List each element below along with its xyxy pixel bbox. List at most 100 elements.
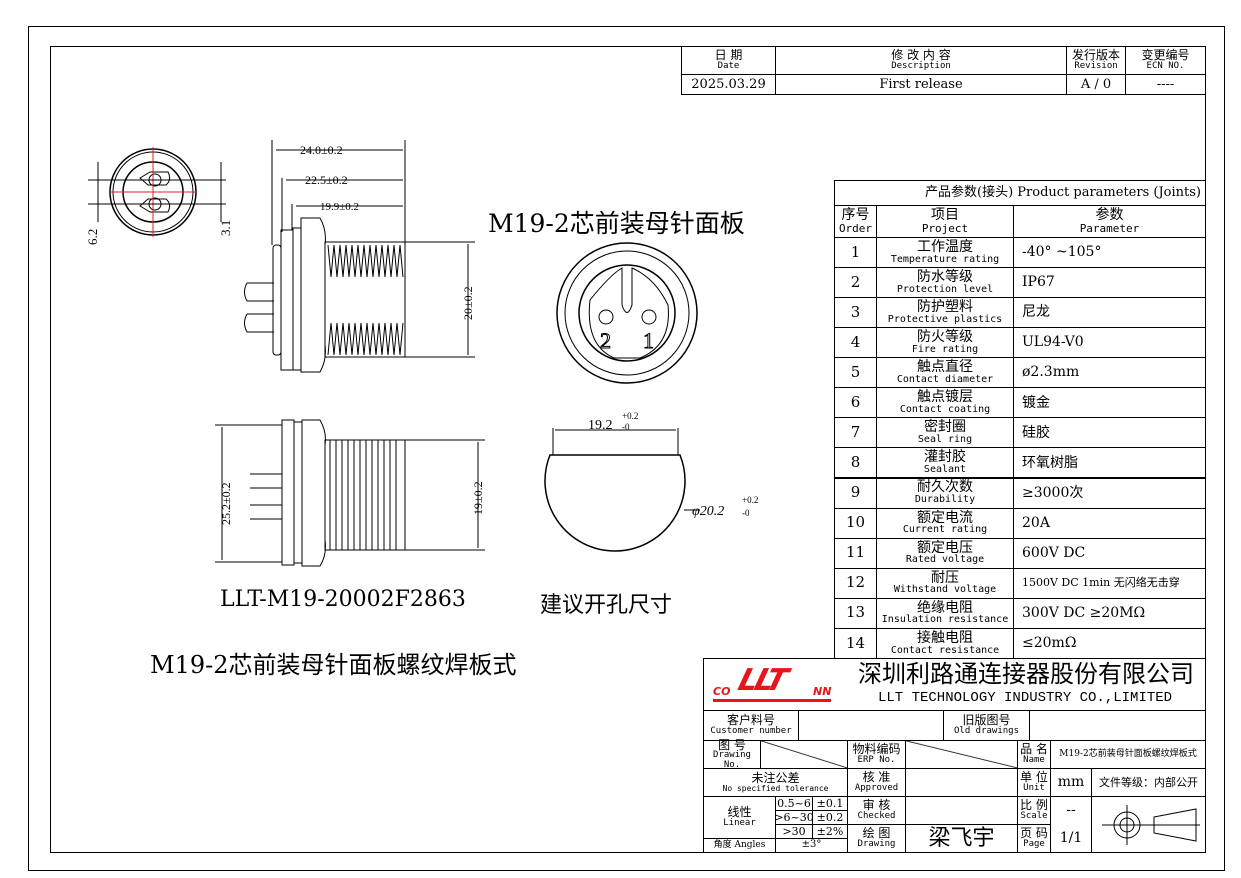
param-row-order: 4 <box>834 327 877 359</box>
drawn-label-en: Drawing <box>857 839 896 850</box>
approved-label: 核 准 <box>862 770 891 785</box>
cutout-title: 建议开孔尺寸 <box>540 593 673 618</box>
dim-19-2: 19.2 <box>588 418 613 433</box>
tolerance-value: ±0.2 <box>812 810 848 825</box>
erp-value <box>905 740 1018 769</box>
linear-label: 线性 <box>727 805 752 820</box>
col-order: 序号 <box>841 207 870 224</box>
param-row-value: 20A <box>1013 507 1206 539</box>
param-project-zh: 工作温度 <box>917 238 973 255</box>
checked-value <box>905 796 1018 825</box>
face-view <box>556 242 698 384</box>
param-row-value: IP67 <box>1013 267 1206 299</box>
param-row-value: 尼龙 <box>1013 297 1206 329</box>
param-row-value: 镀金 <box>1013 387 1206 419</box>
param-project-zh: 防火等级 <box>917 329 973 346</box>
rev-header-date-en: Date <box>717 61 740 72</box>
cutout-view <box>544 428 700 552</box>
company-name-en: LLT TECHNOLOGY INDUSTRY CO.,LIMITED <box>878 690 1173 706</box>
rev-header-desc: 修 改 内 容 <box>891 48 951 63</box>
col-project-en: Project <box>921 222 969 236</box>
param-row-value: 300V DC ≥20MΩ <box>1013 597 1206 629</box>
drawing-no-label-en: Drawing No. <box>713 750 751 770</box>
unit-label: 单 位 <box>1020 770 1048 785</box>
param-row-order: 12 <box>834 567 877 599</box>
param-row-value: UL94-V0 <box>1013 327 1206 359</box>
param-row-value: ≤20mΩ <box>1013 627 1206 659</box>
customer-label-en: Customer number <box>710 726 792 737</box>
param-project-en: Insulation resistance <box>881 614 1009 626</box>
param-project-zh: 额定电流 <box>917 509 973 526</box>
tolerance-value: ±2% <box>812 824 848 839</box>
param-project-zh: 额定电压 <box>917 539 973 556</box>
param-row-order: 3 <box>834 297 877 329</box>
param-row-value: 环氧树脂 <box>1013 447 1206 479</box>
logo-text: LLT <box>734 663 789 698</box>
param-row-order: 5 <box>834 357 877 389</box>
dim-24: 24.0±0.2 <box>300 143 343 157</box>
rev-header-ecn-en: ECN NO. <box>1146 61 1185 72</box>
drawn-label: 绘 图 <box>862 826 891 841</box>
param-row-value: ≥3000次 <box>1013 477 1206 509</box>
param-row-value: 600V DC <box>1013 537 1206 569</box>
old-drawings-label: 旧版图号 <box>962 713 1011 728</box>
tolerance-value: ±0.1 <box>812 796 848 811</box>
col-parameter-en: Parameter <box>1079 222 1140 236</box>
params-title: 产品参数(接头) Product parameters (Joints) <box>834 180 1206 206</box>
part-number: LLT-M19-20002F2863 <box>220 587 466 612</box>
dim-19-9: 19.9±0.2 <box>320 201 359 213</box>
param-project-zh: 耐压 <box>931 569 959 586</box>
rev-ecn: ---- <box>1125 74 1206 95</box>
name-value: M19-2芯前装母针面板螺纹焊板式 <box>1050 740 1206 769</box>
param-project-en: Protective plastics <box>887 313 1003 325</box>
dim-25-2: 25.2±0.2 <box>219 482 233 525</box>
scale-label: 比 例 <box>1020 798 1048 813</box>
unit-label-en: Unit <box>1023 783 1045 794</box>
dim-6-2: 6.2 <box>85 229 100 245</box>
param-project-en: Rated voltage <box>905 554 985 566</box>
side-view-top <box>244 140 475 373</box>
tolerance-range: >30 <box>775 824 813 839</box>
pin-label-2: 2 <box>600 328 611 353</box>
dim-phi-tol-up: +0.2 <box>742 495 758 505</box>
param-project-en: Durability <box>914 494 976 506</box>
angles-label: 角度 Angles <box>703 838 776 853</box>
erp-label-en: ERP No. <box>857 755 896 766</box>
outer-border <box>28 26 1225 871</box>
param-project-zh: 接触电阻 <box>917 629 973 646</box>
name-label: 品 名 <box>1020 742 1048 757</box>
customer-value <box>798 710 944 741</box>
param-row-order: 10 <box>834 507 877 539</box>
param-project-zh: 触点镀层 <box>917 389 973 406</box>
name-label-en: Name <box>1023 755 1045 766</box>
front-view <box>88 147 226 237</box>
drawing-no-label: 图 号 <box>718 737 746 752</box>
dim-19-2-tol-dn: -0 <box>622 422 630 432</box>
tolerance-range: 0.5~6 <box>775 796 813 811</box>
scale-label-en: Scale <box>1020 811 1048 822</box>
dim-phi-tol-dn: -0 <box>742 508 750 518</box>
linear-label-en: Linear <box>723 818 756 829</box>
param-project-en: Contact diameter <box>896 373 994 385</box>
param-row-order: 2 <box>834 267 877 299</box>
old-drawings-label-en: Old drawings <box>953 726 1020 737</box>
old-drawings-value <box>1029 710 1206 741</box>
erp-label: 物料编码 <box>852 742 901 757</box>
param-project-zh: 防护塑料 <box>917 299 973 316</box>
drawn-by: 梁飞宇 <box>905 824 1018 853</box>
param-row-order: 14 <box>834 627 877 659</box>
rev-header-ecn: 变更编号 <box>1141 48 1190 63</box>
dim-3-1: 3.1 <box>218 220 233 236</box>
scale-value: -- <box>1066 802 1076 819</box>
param-row-order: 11 <box>834 537 877 569</box>
param-row-order: 8 <box>834 447 877 479</box>
dim-19: 19±0.2 <box>471 481 485 515</box>
